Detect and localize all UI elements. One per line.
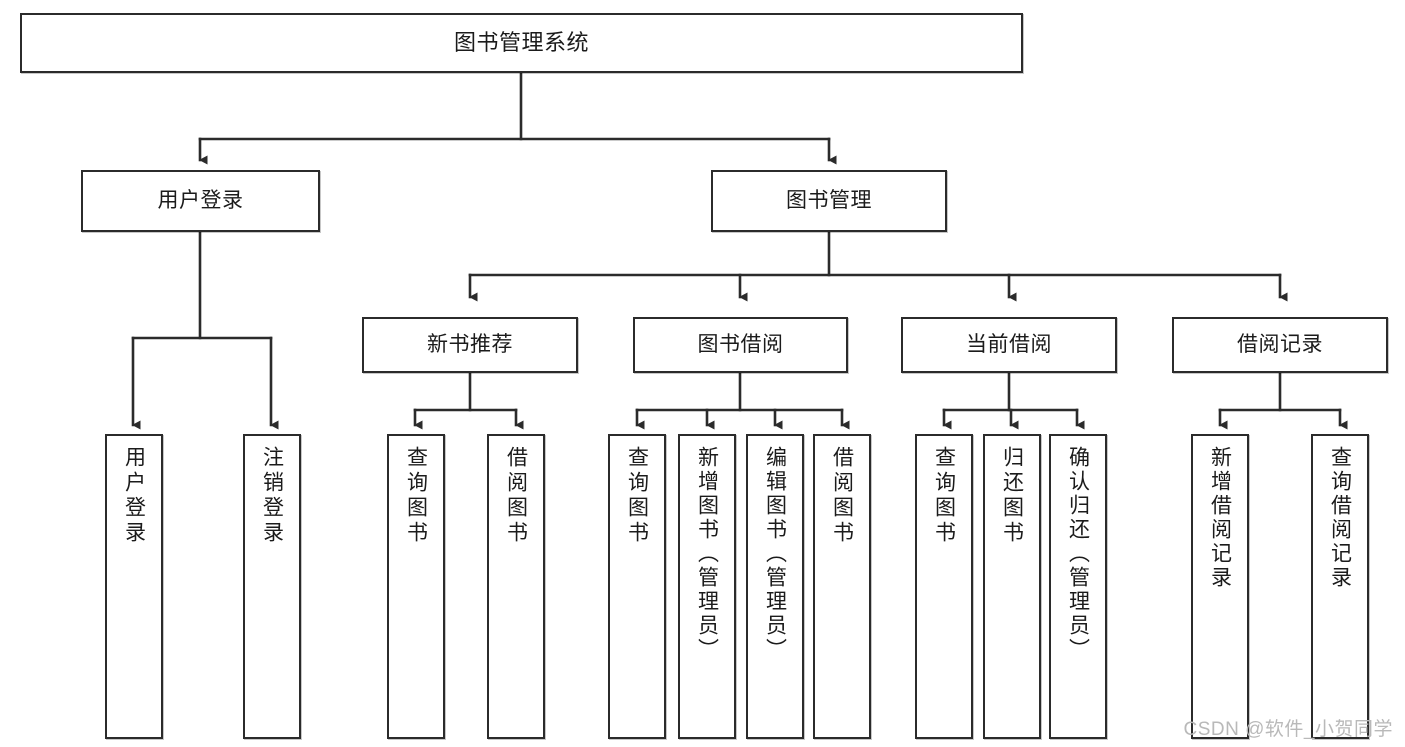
node-label: 查询图书 — [404, 446, 428, 546]
watermark-text: CSDN @软件_小贺同学 — [1183, 719, 1393, 740]
node-label: 借阅图书 — [504, 446, 528, 546]
node-user-login[interactable]: 用户登录 — [81, 170, 320, 232]
node-label: 借阅记录 — [1237, 333, 1323, 357]
leaf-book-borrow-add-book-admin[interactable]: 新增图书（管理员） — [678, 434, 736, 739]
leaf-borrow-record-add-record[interactable]: 新增借阅记录 — [1191, 434, 1249, 739]
leaf-new-book-borrow-book[interactable]: 借阅图书 — [487, 434, 545, 739]
leaf-user-login-login[interactable]: 用户登录 — [105, 434, 163, 739]
leaf-book-borrow-edit-book-admin[interactable]: 编辑图书（管理员） — [746, 434, 804, 739]
node-label: 借阅图书 — [830, 446, 854, 546]
node-label: 用户登录 — [122, 446, 146, 546]
node-current-borrow[interactable]: 当前借阅 — [901, 317, 1117, 373]
leaf-new-book-query-book[interactable]: 查询图书 — [387, 434, 445, 739]
node-label: 注销登录 — [260, 446, 284, 546]
node-label: 查询借阅记录 — [1328, 446, 1352, 590]
node-label: 新书推荐 — [427, 333, 513, 357]
node-label: 查询图书 — [932, 446, 956, 546]
leaf-book-borrow-borrow-book[interactable]: 借阅图书 — [813, 434, 871, 739]
node-label: 图书管理 — [786, 189, 872, 213]
node-label: 当前借阅 — [966, 333, 1052, 357]
node-book-management[interactable]: 图书管理 — [711, 170, 947, 232]
node-label: 新增借阅记录 — [1208, 446, 1232, 590]
node-label: 查询图书 — [625, 446, 649, 546]
node-label: 确认归还（管理员） — [1066, 446, 1090, 662]
leaf-borrow-record-query-record[interactable]: 查询借阅记录 — [1311, 434, 1369, 739]
leaf-user-login-logout[interactable]: 注销登录 — [243, 434, 301, 739]
node-borrow-record[interactable]: 借阅记录 — [1172, 317, 1388, 373]
leaf-book-borrow-query-book[interactable]: 查询图书 — [608, 434, 666, 739]
node-label: 图书管理系统 — [453, 29, 589, 55]
node-label: 图书借阅 — [697, 333, 784, 357]
node-new-book-recommend[interactable]: 新书推荐 — [362, 317, 578, 373]
node-label: 用户登录 — [157, 189, 244, 213]
leaf-current-borrow-return-book[interactable]: 归还图书 — [983, 434, 1041, 739]
node-label: 归还图书 — [1000, 446, 1024, 546]
node-label: 编辑图书（管理员） — [763, 446, 787, 662]
node-book-borrow[interactable]: 图书借阅 — [633, 317, 848, 373]
leaf-current-borrow-query-book[interactable]: 查询图书 — [915, 434, 973, 739]
node-root-book-management-system[interactable]: 图书管理系统 — [20, 13, 1023, 73]
node-label: 新增图书（管理员） — [695, 446, 719, 662]
leaf-current-borrow-confirm-return-admin[interactable]: 确认归还（管理员） — [1049, 434, 1107, 739]
